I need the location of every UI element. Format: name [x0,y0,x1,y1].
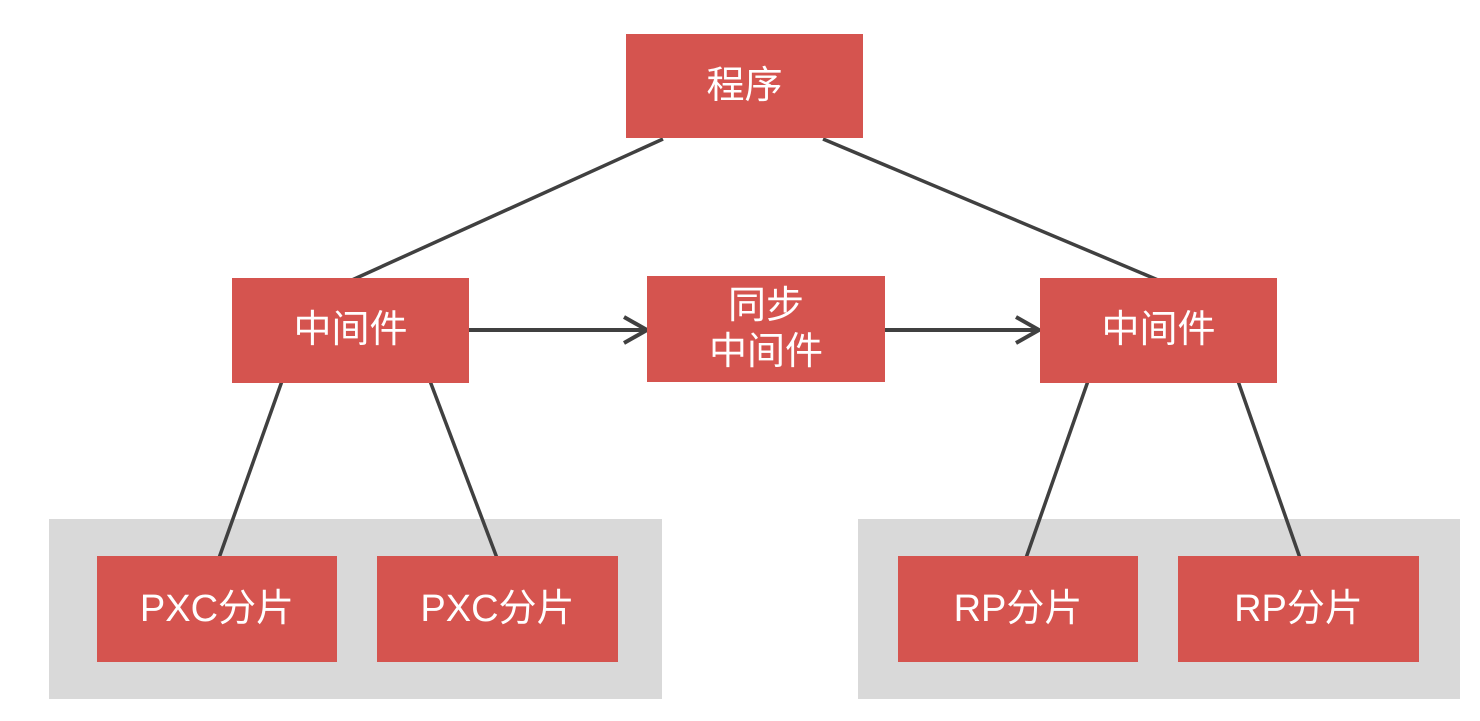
edge-middleware-right-to-rp-shard-1 [1024,380,1090,559]
node-program-label: 程序 [706,64,783,107]
node-rp-shard-2: RP分片 [1178,556,1419,662]
node-middleware-left: 中间件 [232,278,469,383]
node-sync-middleware: 同步 中间件 [647,276,885,382]
node-rp-shard-1-label: RP分片 [953,587,1083,630]
edge-middleware-right-to-rp-shard-2 [1236,380,1302,559]
node-pxc-shard-1: PXC分片 [97,556,337,662]
node-middleware-left-label: 中间件 [293,309,408,352]
node-pxc-shard-2: PXC分片 [377,556,618,662]
edge-middleware-left-to-pxc-shard-1 [217,380,284,559]
edge-sync-middleware-to-middleware-right [883,315,1044,345]
edge-middleware-left-to-sync-middleware [466,315,652,345]
node-rp-shard-1: RP分片 [898,556,1138,662]
edge-program-to-middleware-right [822,137,1159,282]
node-program: 程序 [626,34,863,138]
node-middleware-right: 中间件 [1040,278,1277,383]
node-middleware-right-label: 中间件 [1101,309,1216,352]
edge-program-to-middleware-left [351,137,664,282]
edge-middleware-left-to-pxc-shard-2 [428,380,499,559]
node-pxc-shard-1-label: PXC分片 [139,587,295,630]
node-pxc-shard-2-label: PXC分片 [420,587,575,630]
node-sync-middleware-label: 同步 中间件 [708,284,823,373]
node-rp-shard-2-label: RP分片 [1234,587,1363,630]
